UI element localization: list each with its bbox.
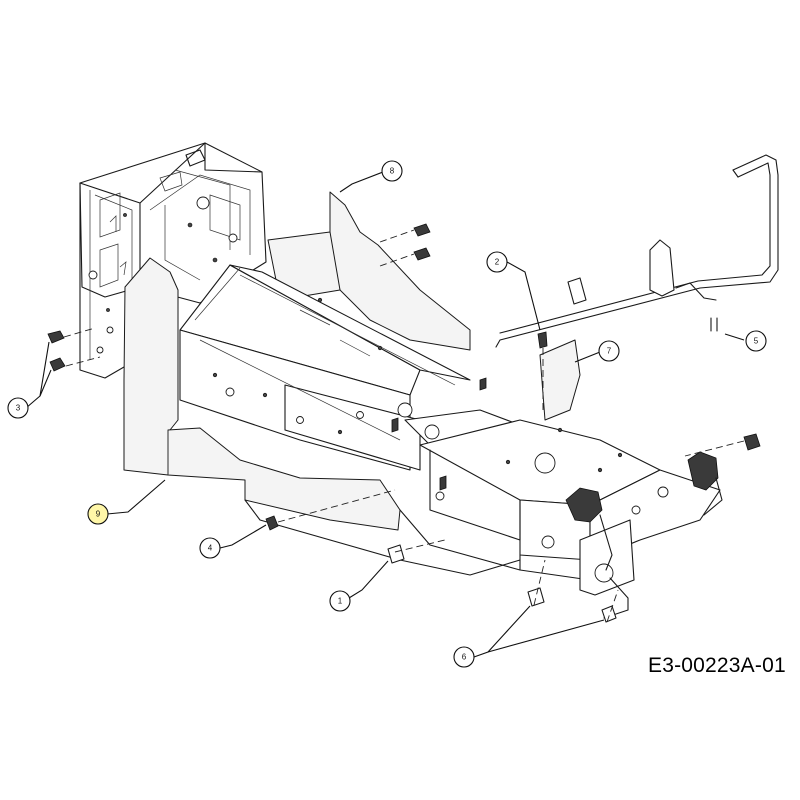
callout-2: 2 <box>486 251 508 273</box>
callout-label: 6 <box>462 653 467 662</box>
bolt-upper-a-icon <box>413 223 431 237</box>
fasteners <box>47 223 761 623</box>
callout-1: 1 <box>329 590 351 612</box>
bolt-upper-b-icon <box>413 247 431 261</box>
bolt-6b-icon <box>601 605 617 623</box>
main-frame-rails <box>179 264 723 619</box>
mount-bracket-plate <box>539 339 581 421</box>
callout-3: 3 <box>7 397 29 419</box>
bolt-right-icon <box>743 433 761 451</box>
rear-frame-assembly <box>79 142 267 379</box>
assembly-dash-lines <box>63 229 745 623</box>
callout-6: 6 <box>453 646 475 668</box>
bolt-3a-icon <box>47 330 65 344</box>
callout-9: 9 <box>87 503 109 525</box>
callout-label: 3 <box>16 404 21 413</box>
bolt-4-icon <box>265 515 279 531</box>
callout-label: 4 <box>208 544 213 553</box>
nut-1-icon <box>387 544 405 564</box>
callout-label: 9 <box>96 510 101 519</box>
bolt-2-icon <box>537 331 548 349</box>
callout-label: 5 <box>754 337 759 346</box>
drawing-number: E3-00223A-01 <box>648 654 786 677</box>
callout-label: 1 <box>338 597 343 606</box>
bolt-6a-icon <box>527 587 545 607</box>
callout-8: 8 <box>381 160 403 182</box>
callout-leaders <box>25 171 745 658</box>
callout-7: 7 <box>598 340 620 362</box>
bolt-3b-icon <box>49 357 66 372</box>
linkage-rod-assembly <box>495 154 779 348</box>
rear-fender-plate <box>267 191 471 351</box>
callout-5: 5 <box>745 330 767 352</box>
callout-4: 4 <box>199 537 221 559</box>
callout-label: 2 <box>495 258 500 267</box>
callout-label: 8 <box>390 167 395 176</box>
callout-label: 7 <box>607 347 612 356</box>
